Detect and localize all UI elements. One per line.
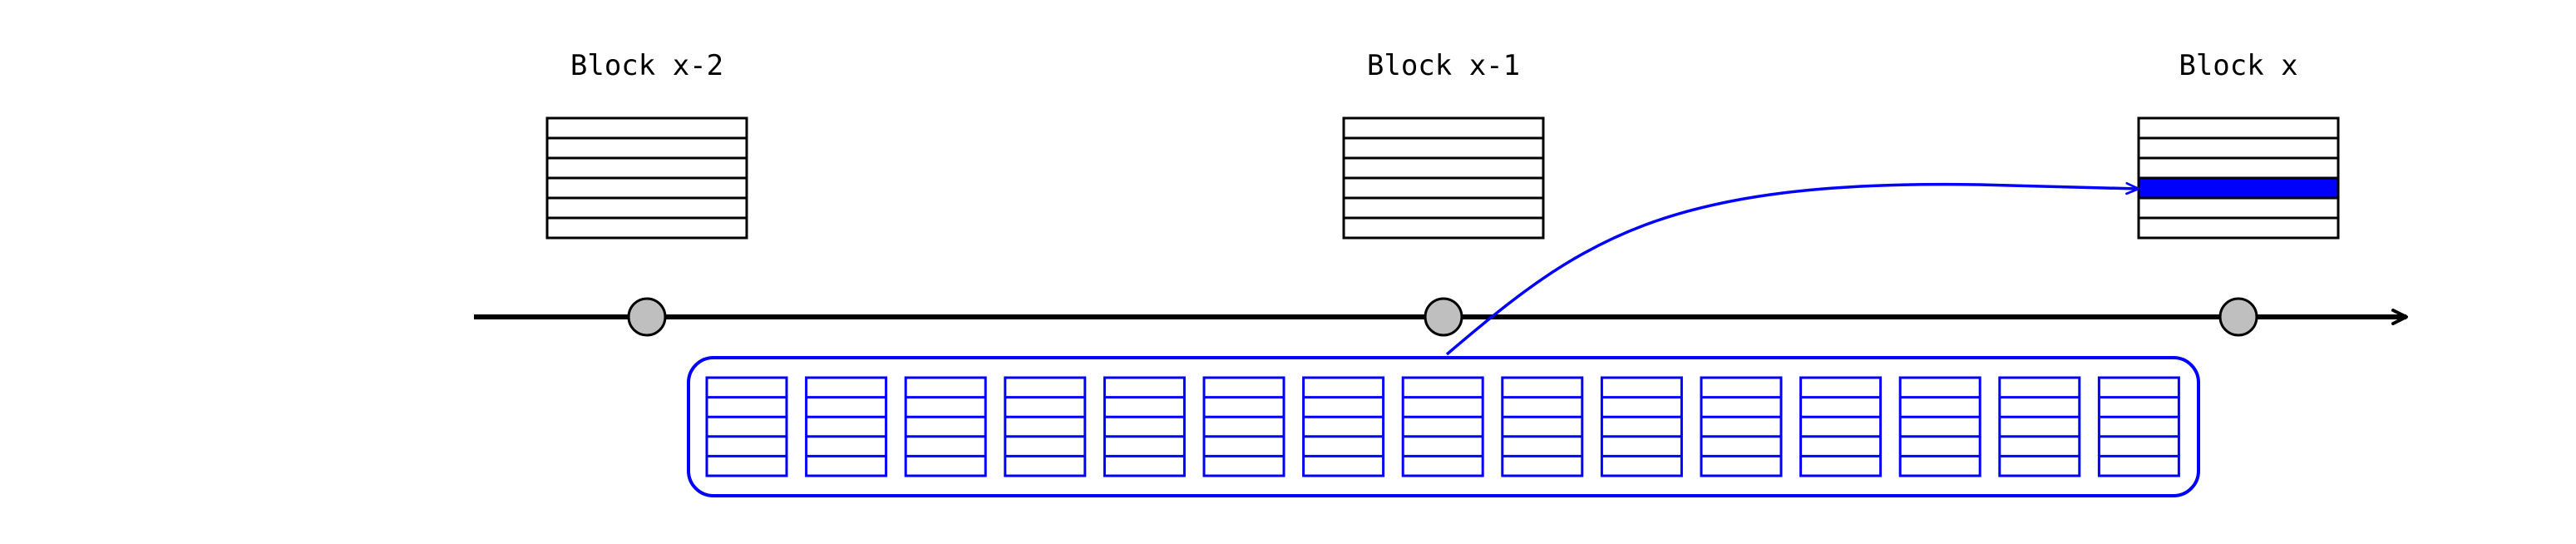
- pool-transaction-cell: [1103, 376, 1186, 477]
- block-row: [1342, 156, 1545, 180]
- pool-cell-frame: [1898, 376, 1981, 477]
- block-x-1-stack: [1342, 116, 1545, 240]
- pool-cell-frame: [1004, 376, 1087, 477]
- block-row: [545, 196, 748, 220]
- pool-container: [687, 356, 2200, 497]
- pool-cell-frame: [1401, 376, 1484, 477]
- block-row: [545, 156, 748, 180]
- pool-cell-frame: [1998, 376, 2081, 477]
- pool-transaction-cell: [805, 376, 888, 477]
- pool-transaction-cell: [1700, 376, 1783, 477]
- block-row: [545, 136, 748, 160]
- block-row: [2137, 196, 2340, 220]
- block-x-stack: [2137, 116, 2340, 240]
- block-row: [545, 176, 748, 200]
- pool-cell-frame: [1501, 376, 1584, 477]
- pool-cell-frame: [1202, 376, 1286, 477]
- pool-transaction-cell: [2097, 376, 2180, 477]
- pool-cells: [705, 376, 2180, 477]
- block-row: [545, 116, 748, 140]
- pool-transaction-cell: [1202, 376, 1286, 477]
- pool-transaction-cell: [1004, 376, 1087, 477]
- block-row: [1342, 176, 1545, 200]
- block-label-x: Block x: [2179, 49, 2297, 82]
- pool-cell-frame: [705, 376, 788, 477]
- block-label-x-2: Block x-2: [570, 49, 723, 82]
- pool-cell-frame: [805, 376, 888, 477]
- pool-cell-frame: [1700, 376, 1783, 477]
- pool-transaction-cell: [1401, 376, 1484, 477]
- pool-transaction-cell: [1600, 376, 1683, 477]
- block-row-selected: [2137, 176, 2340, 200]
- block-row: [2137, 156, 2340, 180]
- block-row: [1342, 196, 1545, 220]
- timeline-node-x-2: [627, 297, 667, 337]
- pool-transaction-cell: [904, 376, 987, 477]
- timeline-node-x: [2218, 297, 2258, 337]
- selection-arrow: [1445, 181, 2140, 356]
- pool-cell-frame: [1600, 376, 1683, 477]
- pool-cell-frame: [1103, 376, 1186, 477]
- block-row: [1342, 116, 1545, 140]
- block-row: [1342, 216, 1545, 240]
- timeline-node-x-1: [1424, 297, 1463, 337]
- pool-transaction-cell: [1799, 376, 1883, 477]
- block-row: [2137, 136, 2340, 160]
- block-row: [545, 216, 748, 240]
- pool-transaction-cell: [1501, 376, 1584, 477]
- block-x-2-stack: [545, 116, 748, 240]
- pool-cell-frame: [1799, 376, 1883, 477]
- pool-transaction-cell: [705, 376, 788, 477]
- pool-transaction-cell: [1302, 376, 1385, 477]
- block-row: [1342, 136, 1545, 160]
- pool-cell-frame: [904, 376, 987, 477]
- block-row: [2137, 116, 2340, 140]
- block-row: [2137, 216, 2340, 240]
- block-label-x-1: Block x-1: [1367, 49, 1520, 82]
- pool-transaction-cell: [1898, 376, 1981, 477]
- pool-cell-frame: [1302, 376, 1385, 477]
- pool-cell-frame: [2097, 376, 2180, 477]
- pool-transaction-cell: [1998, 376, 2081, 477]
